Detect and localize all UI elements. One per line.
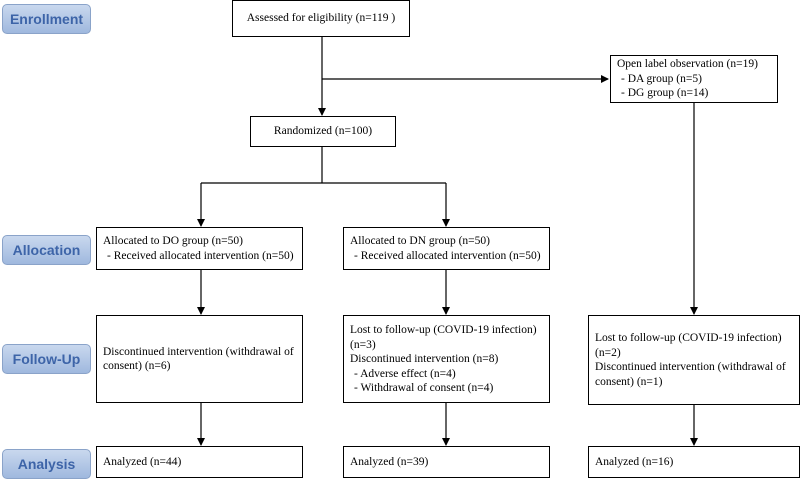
followup-do-line1: Discontinued intervention (withdrawal of xyxy=(103,345,294,358)
allocation-dn-box: Allocated to DN group (n=50) - Received … xyxy=(343,227,550,270)
analysis-ol-box: Analyzed (n=16) xyxy=(588,446,800,478)
followup-do-box: Discontinued intervention (withdrawal of… xyxy=(96,315,303,403)
allocation-do-received: - Received allocated intervention (n=50) xyxy=(107,249,294,262)
analysis-ol-text: Analyzed (n=16) xyxy=(595,455,674,468)
eligibility-text: Assessed for eligibility (n=119 ) xyxy=(246,12,396,25)
followup-dn-line1: Lost to follow-up (COVID-19 infection) xyxy=(350,324,537,336)
stage-label-allocation: Allocation xyxy=(2,235,91,265)
eligibility-box: Assessed for eligibility (n=119 ) xyxy=(232,0,410,37)
stage-label-followup: Follow-Up xyxy=(2,344,91,374)
randomized-box: Randomized (n=100) xyxy=(250,116,396,147)
open-label-da: - DA group (n=5) xyxy=(621,72,702,85)
analysis-dn-box: Analyzed (n=39) xyxy=(343,446,550,478)
randomized-text: Randomized (n=100) xyxy=(273,125,373,138)
followup-dn-line2: (n=3) xyxy=(350,338,376,351)
analysis-do-text: Analyzed (n=44) xyxy=(103,455,182,468)
stage-label-analysis: Analysis xyxy=(2,449,91,479)
allocation-dn-title: Allocated to DN group (n=50) xyxy=(350,235,490,247)
followup-ol-line4: consent) (n=1) xyxy=(595,375,663,388)
open-label-dg: - DG group (n=14) xyxy=(621,87,709,100)
allocation-do-box: Allocated to DO group (n=50) - Received … xyxy=(96,227,303,270)
stage-label-enrollment: Enrollment xyxy=(2,4,91,34)
followup-ol-line3: Discontinued intervention (withdrawal of xyxy=(595,361,786,373)
followup-dn-line4: - Adverse effect (n=4) xyxy=(354,367,456,380)
followup-ol-box: Lost to follow-up (COVID-19 infection) (… xyxy=(588,315,800,405)
analysis-do-box: Analyzed (n=44) xyxy=(96,446,303,478)
followup-ol-line2: (n=2) xyxy=(595,346,621,359)
allocation-do-title: Allocated to DO group (n=50) xyxy=(103,235,243,247)
open-label-box: Open label observation (n=19) - DA group… xyxy=(610,55,778,103)
followup-do-line2: consent) (n=6) xyxy=(103,360,171,372)
analysis-dn-text: Analyzed (n=39) xyxy=(350,455,429,468)
open-label-title: Open label observation (n=19) xyxy=(617,58,758,71)
followup-dn-box: Lost to follow-up (COVID-19 infection) (… xyxy=(343,315,550,403)
allocation-dn-received: - Received allocated intervention (n=50) xyxy=(354,249,541,262)
followup-ol-line1: Lost to follow-up (COVID-19 infection) xyxy=(595,332,782,344)
followup-dn-line3: Discontinued intervention (n=8) xyxy=(350,353,499,365)
followup-dn-line5: - Withdrawal of consent (n=4) xyxy=(354,382,494,394)
